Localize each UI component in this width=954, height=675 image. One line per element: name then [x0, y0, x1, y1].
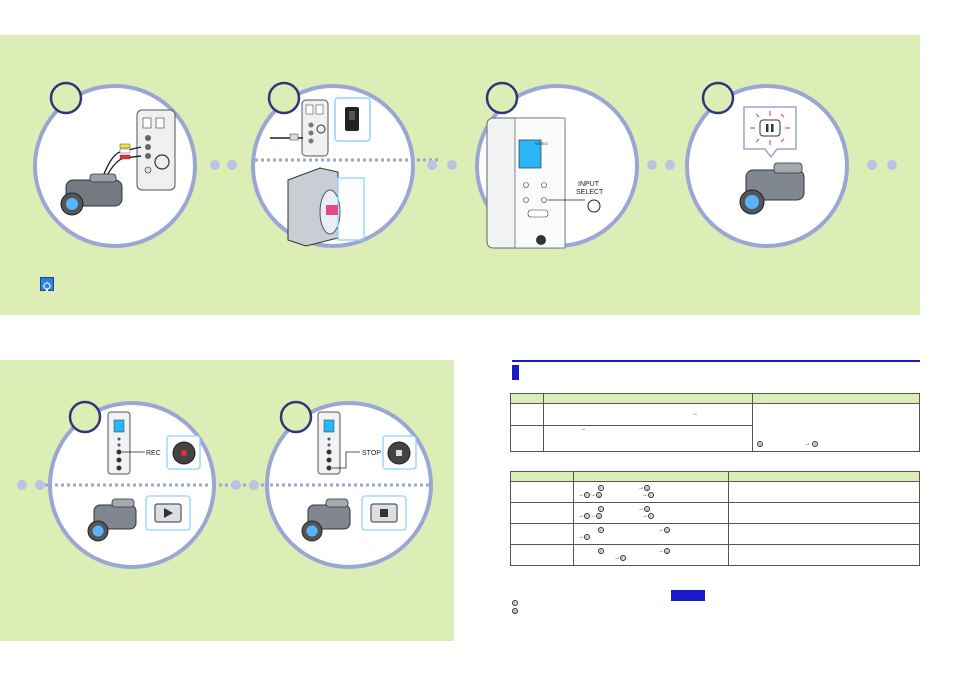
step-3-input-select: VIDEO INPUT SELECT [475, 81, 639, 249]
table-row: Ⓕ→Ⓢ →Ⓕ→Ⓢ→Ⓕ [510, 502, 920, 524]
table-row: Ⓕ→Ⓢ →Ⓕ [510, 523, 920, 545]
table-row [510, 471, 920, 482]
step-2-power-and-disc [251, 81, 415, 248]
circled-f-icon: Ⓕ [598, 485, 604, 492]
pause-blink-rays [750, 111, 790, 145]
arrow-right-icon: → [658, 548, 664, 555]
circled-f-icon: Ⓕ [584, 513, 590, 519]
lightbulb-icon [40, 277, 54, 291]
arrow-right-icon: → [580, 426, 586, 432]
circled-f-icon: Ⓕ [598, 548, 604, 555]
record-button-icon [181, 450, 187, 456]
table-row: Ⓕ→Ⓢ →Ⓕ [510, 544, 920, 566]
mode-table: → Ⓢ → Ⓕ → [510, 393, 920, 452]
circled-s-icon: Ⓢ [644, 485, 650, 492]
lcd-display [518, 139, 542, 169]
step-rec: REC [48, 400, 216, 569]
arrow-right-icon: → [638, 485, 644, 492]
step-4-number-badge [701, 81, 735, 115]
circled-f-icon: Ⓕ [512, 600, 518, 606]
recording-time-table: Ⓕ→Ⓢ →Ⓕ→Ⓢ→Ⓕ Ⓕ→Ⓢ →Ⓕ→Ⓢ→Ⓕ Ⓕ→Ⓢ →Ⓕ Ⓕ→Ⓢ →Ⓕ [510, 471, 920, 566]
circled-f-icon: Ⓕ [584, 534, 590, 540]
arrow-right-icon: → [642, 492, 648, 498]
pause-button-icon [759, 119, 781, 137]
circled-s-icon: Ⓢ [757, 441, 763, 448]
step-1-number-badge [49, 81, 83, 115]
circled-s-icon: Ⓢ [512, 608, 518, 614]
arrow-right-icon: → [590, 492, 596, 498]
table-row [510, 393, 920, 404]
step-1-connect-cables [33, 81, 197, 248]
step-stop-number-badge [279, 400, 313, 434]
input-select-button-icon [587, 199, 601, 213]
table-row: Ⓕ→Ⓢ →Ⓕ→Ⓢ→Ⓕ [510, 481, 920, 503]
stop-button-icon [396, 450, 402, 456]
circled-f-icon: Ⓕ [812, 441, 819, 448]
circled-s-icon: Ⓢ [596, 513, 602, 519]
arrow-right-icon: → [692, 411, 698, 418]
arrow-right-icon: → [804, 441, 811, 448]
input-select-label-line1: INPUT [578, 181, 600, 188]
arrow-right-icon: → [658, 527, 664, 534]
circled-f-icon: Ⓕ [598, 527, 604, 534]
arrow-right-icon: → [614, 555, 620, 561]
input-select-label-line2: SELECT [576, 189, 604, 196]
circled-f-icon: Ⓕ [598, 506, 604, 513]
section-header-tab [512, 365, 519, 380]
circled-f-icon: Ⓕ [648, 513, 654, 519]
arrow-right-icon: → [590, 513, 596, 519]
step-rec-number-badge [68, 400, 102, 434]
arrow-right-icon: → [578, 534, 584, 540]
footnote-fine-mode: Ⓕ [512, 600, 518, 607]
rec-label: REC [146, 450, 161, 457]
step-3-number-badge [485, 81, 519, 115]
circled-s-icon: Ⓢ [596, 492, 602, 498]
stop-label: STOP [362, 450, 381, 457]
section-header-bar [512, 360, 920, 382]
circled-s-icon: Ⓢ [664, 548, 670, 555]
circled-s-icon: Ⓢ [664, 527, 670, 534]
arrow-right-icon: → [578, 492, 584, 498]
circled-f-icon: Ⓕ [584, 492, 590, 498]
arrow-right-icon: → [638, 506, 644, 513]
circled-s-icon: Ⓢ [644, 506, 650, 513]
step-4-pause-camcorder [685, 81, 849, 248]
table-row: → Ⓢ → Ⓕ [510, 403, 920, 452]
table-row: → [510, 425, 920, 452]
arrow-right-icon: → [578, 513, 584, 519]
circled-f-icon: Ⓕ [648, 492, 654, 498]
step-2-number-badge [267, 81, 301, 115]
step-stop: STOP [265, 400, 433, 569]
circled-f-icon: Ⓕ [620, 555, 626, 561]
footnote-standard-mode: Ⓢ [512, 608, 518, 615]
arrow-right-icon: → [642, 513, 648, 519]
play-button-icon [164, 508, 173, 518]
reference-badge [671, 590, 705, 601]
lcd-video-label: VIDEO [535, 141, 547, 146]
